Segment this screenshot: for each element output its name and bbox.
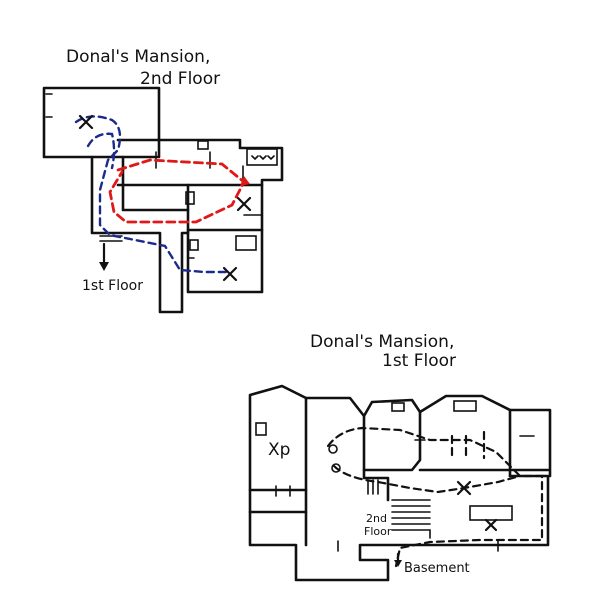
- arrow-head-icon: [240, 176, 250, 186]
- bed-icon: [197, 140, 209, 150]
- second-floor-corridor-inner: [121, 155, 190, 212]
- x-p-marker: Xp: [268, 440, 290, 460]
- second-floor-room-middle: [186, 183, 264, 232]
- x-marker: [236, 196, 252, 212]
- first-floor-hall: [304, 396, 390, 502]
- first-floor-room-left: [248, 384, 308, 492]
- first-floor-title-line2: 1st Floor: [382, 351, 456, 371]
- stairs-label-line2: Floor: [364, 525, 392, 538]
- second-floor-red-path: [108, 158, 246, 224]
- table-icon: [469, 505, 513, 521]
- first-floor-route: [326, 426, 544, 568]
- first-floor-room-right: [508, 408, 552, 478]
- second-floor-bathtub-icon: [246, 148, 278, 166]
- x-marker: [222, 266, 238, 282]
- x-marker: [484, 518, 498, 532]
- door-icon: [255, 422, 267, 436]
- bed-icon: [235, 235, 257, 251]
- item-circle-icon: [328, 444, 338, 454]
- bed-icon: [453, 400, 477, 412]
- item-circle-icon: [331, 463, 341, 473]
- second-floor-title-line2: 2nd Floor: [140, 69, 220, 89]
- first-floor-route: [450, 430, 486, 460]
- second-floor-room-bottom: [186, 228, 264, 294]
- stairs-label-line1: 2nd: [366, 512, 387, 525]
- first-floor-exit-label: 1st Floor: [82, 278, 143, 294]
- door-icon: [185, 191, 195, 205]
- second-floor-room-top-left: [42, 86, 161, 159]
- door-icon: [189, 239, 199, 251]
- x-marker: [78, 114, 94, 130]
- first-floor-plan: [248, 384, 552, 582]
- first-floor-title-line1: Donal's Mansion,: [310, 332, 454, 352]
- second-floor-corridor-outer: [90, 155, 190, 314]
- second-floor-blue-path: [86, 132, 116, 170]
- first-floor-room-bay: [418, 394, 512, 478]
- x-marker: [456, 480, 472, 496]
- bed-icon: [391, 402, 405, 412]
- basement-label: Basement: [404, 561, 470, 576]
- second-floor-title-line1: Donal's Mansion,: [66, 47, 210, 67]
- first-floor-outer-wall: [248, 474, 550, 582]
- second-floor-plan: [42, 86, 284, 314]
